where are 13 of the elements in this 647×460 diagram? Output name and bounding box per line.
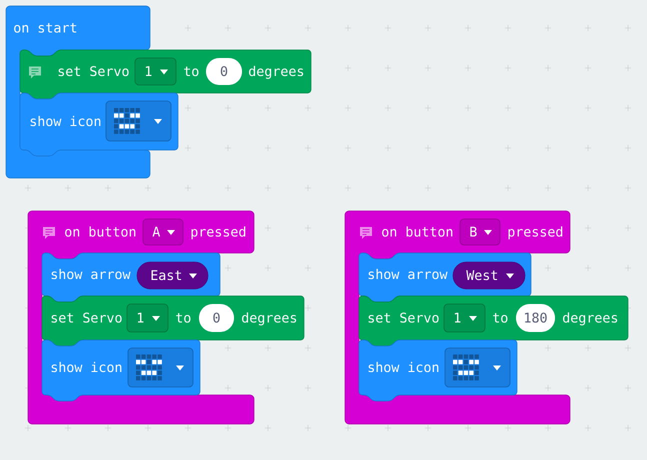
dropdown: 1 [126, 304, 168, 332]
icon-picker [106, 100, 172, 142]
dropdown: 1 [444, 304, 486, 332]
dropdown: 1 [134, 58, 176, 86]
dropdown: A [142, 218, 184, 246]
arrow-dropdown: West [452, 262, 526, 290]
arrow-dropdown: East [136, 262, 208, 290]
number-field: 0 [199, 304, 234, 332]
icon-picker [128, 348, 194, 388]
icon-picker [444, 348, 510, 388]
number-field: 0 [206, 58, 242, 85]
number-field: 180 [516, 304, 555, 332]
dropdown: B [460, 218, 500, 246]
